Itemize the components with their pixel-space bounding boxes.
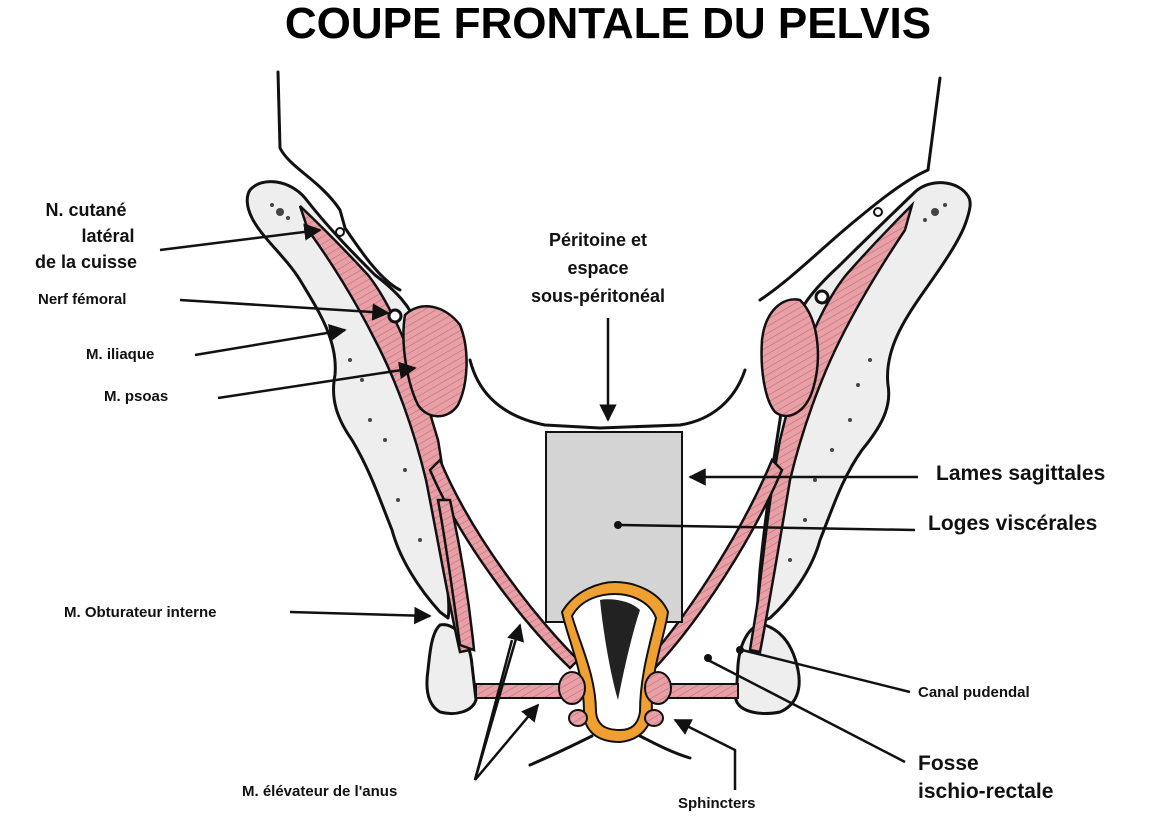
pointer-elevateur-2 (474, 703, 540, 781)
label-peritoine-line3: sous-péritonéal (531, 286, 665, 306)
right-iliac-bone (756, 181, 972, 624)
label-cutane-line2: latéral (81, 226, 134, 246)
left-cutaneous-nerve-dot (335, 227, 345, 237)
label-nerf-femoral: Nerf fémoral (38, 291, 126, 308)
label-obturateur: M. Obturateur interne (64, 604, 217, 621)
pointer-iliaque (194, 323, 347, 357)
pointer-obturateur (289, 606, 432, 625)
pointer-sphincters (673, 718, 737, 790)
right-femoral-nerve-dot (814, 289, 830, 305)
right-cutaneous-nerve-dot (873, 207, 883, 217)
label-loges: Loges viscérales (928, 512, 1097, 535)
label-peritoine: Péritoine et espace sous-péritonéal (531, 230, 665, 306)
label-cutane-line3: de la cuisse (35, 252, 137, 272)
perineal-skin-left (528, 734, 594, 767)
visceral-point (614, 521, 622, 529)
pointer-cutane (159, 223, 322, 252)
pointer-canal (741, 648, 911, 694)
rectum-mucosa-shading (600, 599, 640, 700)
right-iliacus-muscle (748, 200, 915, 654)
diagram-title: COUPE FRONTALE DU PELVIS (285, 0, 931, 48)
label-iliaque: M. iliaque (86, 346, 154, 363)
pointer-fosse (707, 658, 906, 764)
right-psoas-muscle (760, 298, 820, 418)
body-outline (276, 70, 942, 430)
label-psoas: M. psoas (104, 388, 168, 405)
bone-texture (270, 203, 947, 562)
left-obturator-muscle (436, 498, 476, 652)
label-cutane-line1: N. cutané (45, 200, 126, 220)
label-fosse: Fosse ischio-rectale (918, 752, 1053, 803)
left-femoral-nerve-dot (387, 308, 403, 324)
right-ischium (734, 623, 801, 715)
label-canal: Canal pudendal (918, 684, 1030, 701)
label-elevateur: M. élévateur de l'anus (242, 783, 397, 800)
pointer-elevateur-3 (473, 639, 514, 781)
perineal-skin-right (638, 734, 692, 760)
label-fosse-line2: ischio-rectale (918, 780, 1053, 803)
pointer-nerf-femoral (179, 298, 390, 321)
left-pudendal-bar (475, 683, 567, 699)
canal-point (736, 646, 744, 654)
label-peritoine-line2: espace (567, 258, 628, 278)
left-iliacus-muscle (298, 205, 472, 654)
label-peritoine-line1: Péritoine et (549, 230, 647, 250)
left-iliac-bone (245, 180, 451, 620)
label-fosse-line1: Fosse (918, 752, 979, 775)
label-sphincters: Sphincters (678, 795, 756, 812)
label-cutane: N. cutané latéral de la cuisse (35, 200, 137, 272)
pointer-loges (619, 523, 916, 532)
label-lames: Lames sagittales (936, 462, 1105, 485)
sphincters (558, 671, 672, 727)
pointer-psoas (217, 361, 417, 400)
